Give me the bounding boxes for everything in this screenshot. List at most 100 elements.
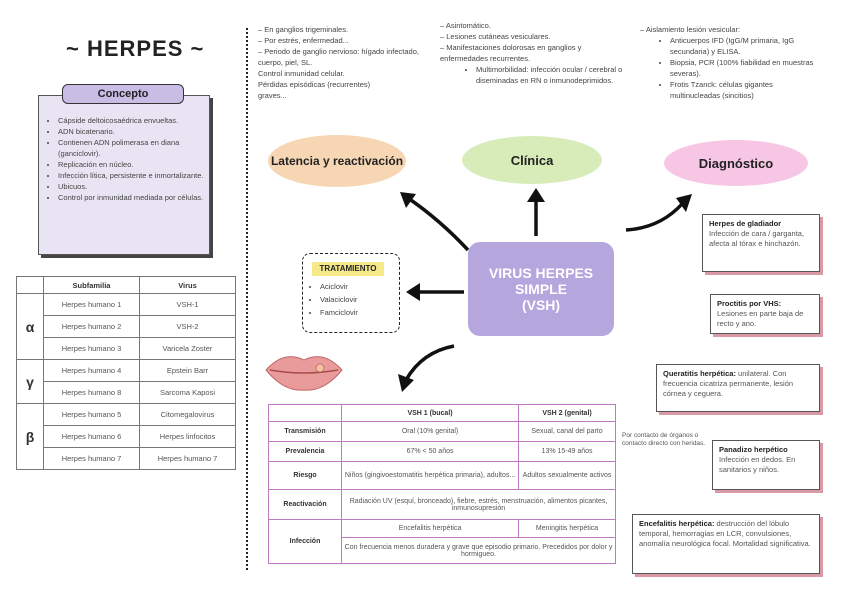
note-line: – Asintomático. xyxy=(440,21,491,30)
arrowhead-diagnosis xyxy=(676,194,692,212)
center-virus-box: VIRUS HERPES SIMPLE (VSH) xyxy=(468,242,614,336)
table-cell: Encefalitis herpética xyxy=(340,519,520,538)
card-proctitis: Proctitis por VHS: Lesiones en parte baj… xyxy=(710,294,820,334)
table-cell: Citomegalovirus xyxy=(139,403,236,426)
table-row: Reactivación Radiación UV (esquí, bronce… xyxy=(268,489,616,520)
page-title: ~ HERPES ~ xyxy=(66,36,205,61)
note-line: – Periodo de ganglio nervioso: hígado in… xyxy=(258,47,419,67)
note-line: Multimorbilidad: infección ocular / cere… xyxy=(476,64,624,86)
table-cell: VSH-1 xyxy=(139,293,236,316)
card-encephalitis: Encefalitis herpética: destrucción del l… xyxy=(632,514,820,574)
card-text: destrucción del lóbulo temporal, hemorra… xyxy=(639,519,811,548)
note-line: – Lesiones cutáneas vesiculares. xyxy=(440,32,551,41)
treatment-tag: TRATAMIENTO xyxy=(312,262,384,276)
table-cell: Radiación UV (esquí, bronceado), fiebre,… xyxy=(341,489,616,520)
table-cell: Herpes humano 5 xyxy=(43,403,140,426)
note-line: Frotis Tzanck: células gigantes multinuc… xyxy=(670,79,822,101)
table-row: Herpes humano 6 Herpes linfocitos xyxy=(17,425,236,448)
center-subtitle: (VSH) xyxy=(521,297,561,313)
table-cell: 67% < 50 años xyxy=(340,441,520,462)
note-line: graves... xyxy=(258,91,287,100)
table-cell: Niños (gingivoestomatitis herpética prim… xyxy=(340,461,520,490)
card-gladiator: Herpes de gladiador Infección de cara / … xyxy=(702,214,820,272)
table-cell: Sarcoma Kaposi xyxy=(139,381,236,404)
contact-note: Por contacto de órganos o contacto direc… xyxy=(622,432,706,447)
table-cell: Herpes humano 4 xyxy=(43,359,140,382)
table-header: Virus xyxy=(139,276,236,294)
card-title: Panadizo herpético xyxy=(719,445,788,454)
arrows-group xyxy=(398,188,692,392)
note-line: – En ganglios trigeminales. xyxy=(258,25,349,34)
lips-illustration xyxy=(265,356,343,391)
row-label: Infección xyxy=(268,519,342,564)
note-line: Anticuerpos IFD (IgG/M primaria, IgG sec… xyxy=(670,35,822,57)
table-header: Subfamilia xyxy=(43,276,140,294)
table-cell: Herpes humano 3 xyxy=(43,337,140,360)
table-row: Herpes humano 3 Varicela Zoster xyxy=(17,337,236,360)
subfamily-table: Subfamilia Virus α Herpes humano 1 VSH-1… xyxy=(16,276,236,470)
latency-notes: – En ganglios trigeminales. – Por estrés… xyxy=(258,24,430,101)
greek-letter: β xyxy=(16,403,44,470)
table-cell: VSH-2 xyxy=(139,315,236,338)
arrow-to-table xyxy=(404,344,455,381)
arrow-to-diagnosis xyxy=(625,202,684,232)
table-header xyxy=(268,404,342,422)
table-row: Herpes humano 7 Herpes humano 7 xyxy=(17,447,236,470)
table-header: VSH 2 (genital) xyxy=(518,404,616,422)
concept-item: Ubicuos. xyxy=(58,181,206,192)
table-cell: Adultos sexualmente activos xyxy=(518,461,616,490)
table-row: Herpes humano 2 VSH-2 xyxy=(17,315,236,338)
latency-oval: Latencia y reactivación xyxy=(268,135,406,187)
card-text: Infección de cara / garganta, afecta al … xyxy=(709,229,805,248)
dotted-divider xyxy=(246,28,248,570)
table-cell: Varicela Zoster xyxy=(139,337,236,360)
concept-box xyxy=(38,95,210,255)
table-row: γ Herpes humano 4 Epstein Barr xyxy=(16,359,236,404)
card-title: Queratitis herpética: xyxy=(663,369,736,378)
card-text: Lesiones en parte baja de recto y ano. xyxy=(717,309,804,328)
table-row: Herpes humano 8 Sarcoma Kaposi xyxy=(17,381,236,404)
table-cell: Meningitis herpética xyxy=(518,519,616,538)
row-label: Transmisión xyxy=(268,421,342,442)
row-label: Prevalencia xyxy=(268,441,342,462)
note-line: – Aislamiento lesión vesicular: xyxy=(640,25,741,34)
table-cell: Herpes humano 1 xyxy=(43,293,140,316)
concept-tag: Concepto xyxy=(62,84,184,104)
card-text: unilateral. Con frecuencia cicatriza per… xyxy=(663,369,794,398)
table-cell: Herpes humano 8 xyxy=(43,381,140,404)
card-title: Proctitis por VHS: xyxy=(717,299,782,308)
row-label: Reactivación xyxy=(268,489,342,520)
concept-item: ADN bicatenario. xyxy=(58,126,206,137)
treatment-list: Aciclovir Valaciclovir Famciclovir xyxy=(308,280,358,319)
arrow-to-latency xyxy=(407,196,470,252)
vsh-comparison-table: VSH 1 (bucal) VSH 2 (genital) Transmisió… xyxy=(268,404,616,564)
table-cell: Herpes humano 2 xyxy=(43,315,140,338)
note-line: – Manifestaciones dolorosas en ganglios … xyxy=(440,43,582,63)
greek-letter: γ xyxy=(16,359,44,404)
table-row: Riesgo Niños (gingivoestomatitis herpéti… xyxy=(268,461,616,490)
table-row: Con frecuencia menos duradera y grave qu… xyxy=(269,537,616,564)
treatment-item: Aciclovir xyxy=(320,280,358,293)
arrowhead-table xyxy=(398,374,414,392)
note-line: Biopsia, PCR (100% fiabilidad en muestra… xyxy=(670,57,822,79)
table-header: VSH 1 (bucal) xyxy=(340,404,520,422)
treatment-item: Famciclovir xyxy=(320,306,358,319)
card-text: Infección en dedos. En sanitarios y niño… xyxy=(719,455,796,474)
card-title: Herpes de gladiador xyxy=(709,219,782,228)
table-cell: Herpes linfocitos xyxy=(139,425,236,448)
table-cell: Con frecuencia menos duradera y grave qu… xyxy=(341,537,616,564)
card-title: Encefalitis herpética: xyxy=(639,519,715,528)
row-label: Riesgo xyxy=(268,461,342,490)
table-cell: Herpes humano 6 xyxy=(43,425,140,448)
concept-item: Cápside deltoicosaédrica envueltas. xyxy=(58,115,206,126)
note-line: – Por estrés, enfermedad... xyxy=(258,36,349,45)
table-header xyxy=(16,276,44,294)
table-row: Transmisión Oral (10% genital) Sexual, c… xyxy=(268,421,616,442)
center-title: VIRUS HERPES SIMPLE xyxy=(488,265,594,297)
table-row: β Herpes humano 5 Citomegalovirus xyxy=(16,403,236,470)
table-cell: 13% 15-49 años xyxy=(518,441,616,462)
table-cell: Herpes humano 7 xyxy=(43,447,140,470)
table-row: α Herpes humano 1 VSH-1 xyxy=(16,293,236,360)
diagnosis-notes: – Aislamiento lesión vesicular: Anticuer… xyxy=(640,24,822,101)
card-whitlow: Panadizo herpético Infección en dedos. E… xyxy=(712,440,820,490)
